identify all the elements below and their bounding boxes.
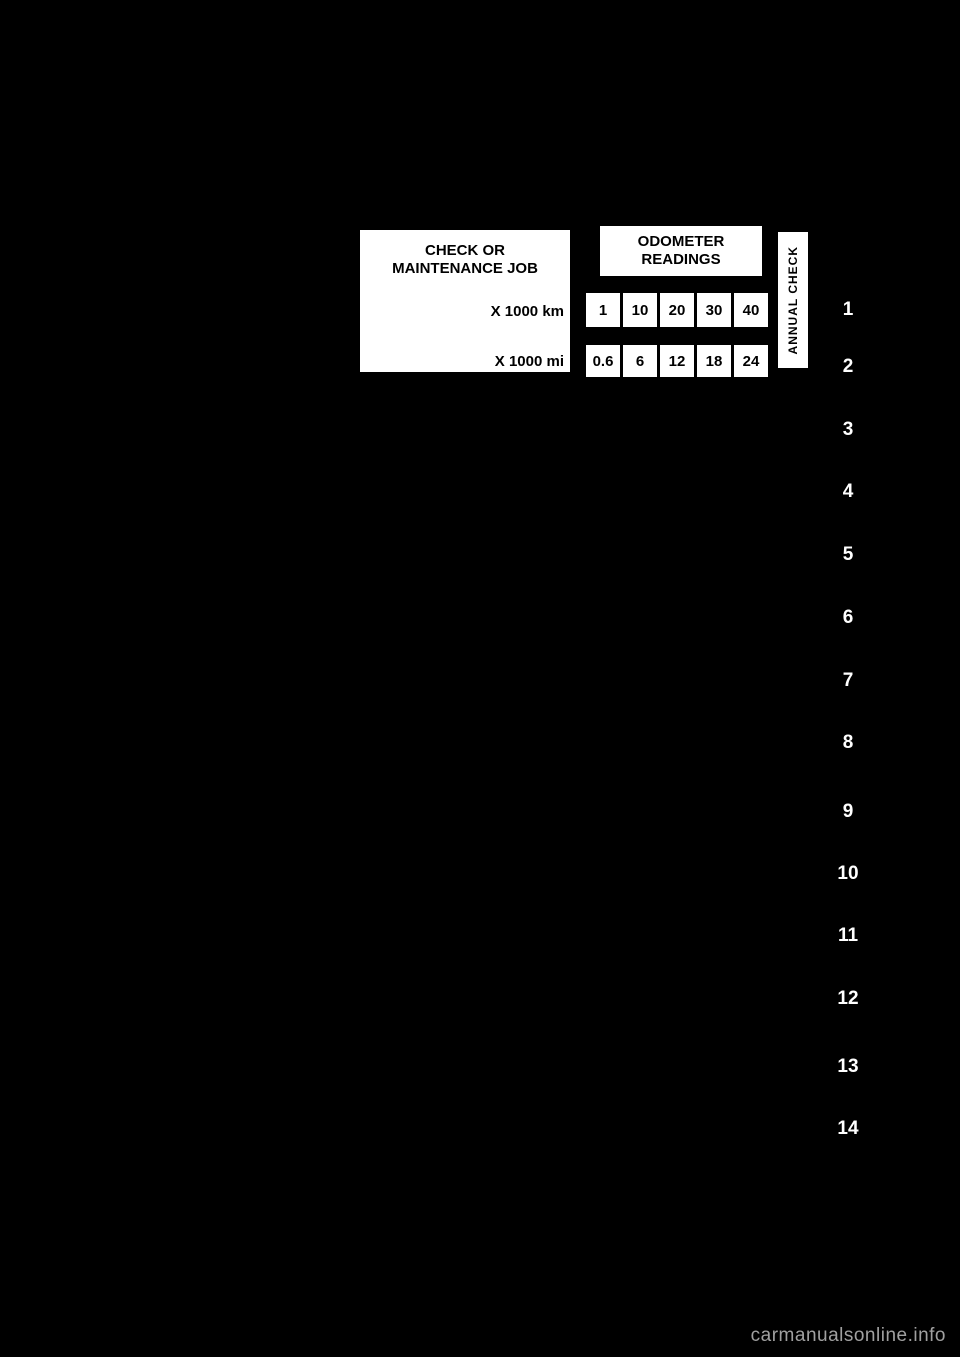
km-value-cell: 40 (734, 293, 768, 327)
chapter-tab-2: 2 (842, 356, 854, 377)
chapter-tab-13: 13 (837, 1056, 859, 1077)
mi-values-row: 0.6 6 12 18 24 (586, 345, 768, 377)
chapter-tab-10: 10 (837, 863, 859, 884)
odometer-readings-box: ODOMETER READINGS (600, 226, 762, 276)
annual-check-box: ANNUAL CHECK (778, 232, 808, 368)
km-row-label: X 1000 km (490, 303, 564, 320)
job-header-title: CHECK OR MAINTENANCE JOB (360, 230, 570, 278)
chapter-tab-1: 1 (842, 299, 854, 320)
mi-row-label: X 1000 mi (494, 353, 564, 370)
check-or-maintenance-job-box: CHECK OR MAINTENANCE JOB X 1000 km X 100… (360, 230, 570, 372)
odometer-header-line1: ODOMETER (637, 233, 725, 250)
annual-check-label: ANNUAL CHECK (786, 245, 800, 355)
chapter-tab-4: 4 (842, 481, 854, 502)
watermark-text: carmanualsonline.info (750, 1325, 946, 1346)
odometer-header-line2: READINGS (641, 251, 721, 268)
mi-value-cell: 6 (623, 345, 657, 377)
km-value-cell: 1 (586, 293, 620, 327)
chapter-tab-12: 12 (837, 988, 859, 1009)
km-value-cell: 10 (623, 293, 657, 327)
km-value-cell: 20 (660, 293, 694, 327)
chapter-tab-3: 3 (842, 419, 854, 440)
chapter-tab-8: 8 (842, 732, 854, 753)
chapter-tab-11: 11 (837, 925, 859, 946)
km-value-cell: 30 (697, 293, 731, 327)
chapter-tab-7: 7 (842, 670, 854, 691)
mi-value-cell: 18 (697, 345, 731, 377)
km-values-row: 1 10 20 30 40 (586, 293, 768, 327)
chapter-tab-5: 5 (842, 544, 854, 565)
mi-value-cell: 12 (660, 345, 694, 377)
chapter-tab-9: 9 (842, 801, 854, 822)
job-header-line1: CHECK OR (424, 242, 505, 259)
chapter-tab-14: 14 (837, 1118, 859, 1139)
chapter-tab-6: 6 (842, 607, 854, 628)
mi-value-cell: 24 (734, 345, 768, 377)
job-header-line2: MAINTENANCE JOB (392, 260, 538, 277)
mi-value-cell: 0.6 (586, 345, 620, 377)
